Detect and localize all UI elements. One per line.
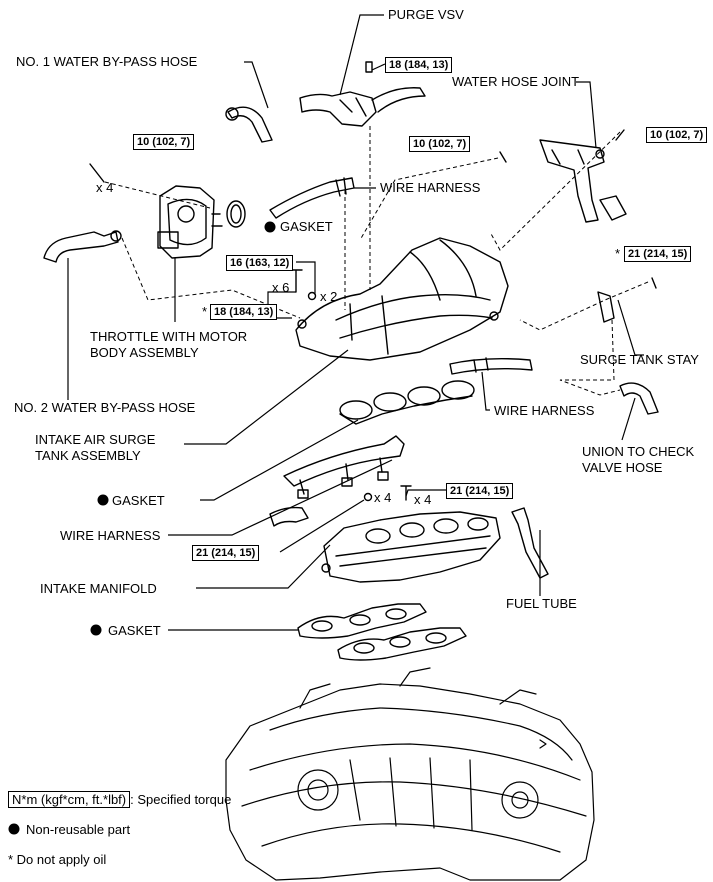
parts — [43, 61, 659, 881]
label-manifold-gasket: GASKET — [108, 623, 161, 638]
hose-joint-bolt-left — [499, 151, 507, 163]
label-intake-manifold: INTAKE MANIFOLD — [40, 581, 157, 596]
wire-harness-lower-part — [269, 435, 405, 527]
dash-union — [559, 319, 621, 396]
dash-stay-bolt — [519, 281, 649, 331]
manifold-gasket-part — [297, 603, 467, 661]
fuel-tube-part — [511, 507, 549, 579]
surge-tank-part — [295, 237, 509, 361]
leader-wire-harness-mid — [481, 371, 490, 411]
leader-surge-nut — [296, 261, 316, 295]
torque-manifold-bolt: 21 (214, 15) — [446, 483, 514, 499]
union-hose-part — [619, 382, 659, 415]
mult-surge-nuts: x 2 — [320, 289, 338, 304]
mult-manifold-bolts: x 4 — [414, 492, 432, 507]
leader-surge-stay — [617, 299, 644, 356]
leader-purge-bolt — [371, 63, 386, 71]
hose-joint-bolt-right — [615, 129, 625, 141]
label-throttle-gasket: GASKET — [280, 219, 333, 234]
label-wire-harness-upper: WIRE HARNESS — [380, 180, 481, 195]
label-water-hose-joint: WATER HOSE JOINT — [452, 74, 580, 89]
leader-manifold-nut — [279, 499, 365, 553]
torque-surge-nut: 16 (163, 12) — [226, 255, 294, 271]
label-purge-vsv: PURGE VSV — [388, 7, 464, 22]
leader-union-hose — [621, 397, 636, 441]
torque-hose-joint-right: 10 (102, 7) — [646, 127, 708, 143]
surge-tank-stay-part — [597, 291, 615, 323]
throttle-gasket-part — [226, 200, 246, 228]
mult-throttle-bolts: x 4 — [96, 180, 114, 195]
torque-surge-bolt: 18 (184, 13) — [210, 304, 278, 320]
label-wire-harness-lower: WIRE HARNESS — [60, 528, 161, 543]
legend-no-oil: * Do not apply oil — [8, 852, 107, 867]
label-fuel-tube: FUEL TUBE — [506, 596, 577, 611]
water-bypass-hose-1-part — [225, 106, 273, 143]
water-hose-joint-part — [539, 139, 627, 223]
alignment-lines — [104, 126, 649, 396]
torque-throttle-bolt: 10 (102, 7) — [133, 134, 195, 150]
label-surge-gasket: GASKET — [112, 493, 165, 508]
label-wire-harness-mid: WIRE HARNESS — [494, 403, 595, 418]
purge-vsv-part — [299, 61, 426, 127]
torque-hose-joint-left: 10 (102, 7) — [409, 136, 471, 152]
torque-stay-bolt: 21 (214, 15) — [624, 246, 692, 262]
label-throttle-body: THROTTLE WITH MOTOR BODY ASSEMBLY — [90, 329, 248, 360]
dash-throttle-bolt — [104, 181, 211, 209]
label-water-bypass-hose-2: NO. 2 WATER BY-PASS HOSE — [14, 400, 196, 415]
leader-water-bypass-1 — [244, 61, 269, 109]
manifold-bolt — [400, 485, 412, 501]
torque-purge-vsv-bolt: 18 (184, 13) — [385, 57, 453, 73]
surge-bolt — [289, 269, 303, 293]
manifold-nut — [363, 492, 373, 502]
mult-surge-bolts: x 6 — [272, 280, 290, 295]
dot-legend — [8, 823, 20, 835]
throttle-bolt — [89, 163, 105, 183]
mult-manifold-nuts: x 4 — [374, 490, 392, 505]
legend-torque-box: N*m (kgf*cm, ft.*lbf) — [8, 791, 131, 808]
stay-bolt — [651, 277, 657, 289]
legend-torque-text: : Specified torque — [130, 792, 232, 807]
leader-purge-vsv — [339, 14, 384, 96]
wire-harness-mid-part — [449, 357, 533, 375]
dash-hose-joint-right — [489, 131, 621, 251]
leader-surge-tank — [184, 349, 349, 445]
label-surge-tank: INTAKE AIR SURGE TANK ASSEMBLY — [35, 432, 156, 463]
non-reusable-markers — [8, 221, 276, 835]
star-stay-bolt: * — [615, 246, 621, 261]
water-bypass-hose-2-part — [43, 230, 122, 263]
star-surge-bolt: * — [202, 304, 208, 319]
leader-intake-manifold — [196, 544, 331, 589]
leader-wire-harness-lower — [168, 459, 393, 536]
label-water-bypass-hose-1: NO. 1 WATER BY-PASS HOSE — [16, 54, 198, 69]
throttle-body-part — [157, 185, 223, 259]
label-surge-tank-stay: SURGE TANK STAY — [580, 352, 699, 367]
legend-non-reusable: Non-reusable part — [26, 822, 131, 837]
torque-manifold-nut: 21 (214, 15) — [192, 545, 260, 561]
surge-gasket-part — [339, 380, 475, 425]
label-union-hose: UNION TO CHECK VALVE HOSE — [582, 444, 695, 475]
dash-hose-joint-left — [359, 157, 499, 241]
dot-surge-gasket — [97, 494, 109, 506]
leader-gasket-surge — [200, 419, 359, 501]
dot-throttle-gasket — [264, 221, 276, 233]
legend-torque: N*m (kgf*cm, ft.*lbf): Specified torque — [8, 791, 232, 808]
wire-harness-upper-part — [269, 177, 355, 219]
surge-nut — [307, 291, 317, 301]
dot-manifold-gasket — [90, 624, 102, 636]
intake-manifold-part — [321, 511, 501, 583]
engine-block-part — [225, 667, 595, 881]
leader-water-hose-joint — [576, 81, 597, 149]
